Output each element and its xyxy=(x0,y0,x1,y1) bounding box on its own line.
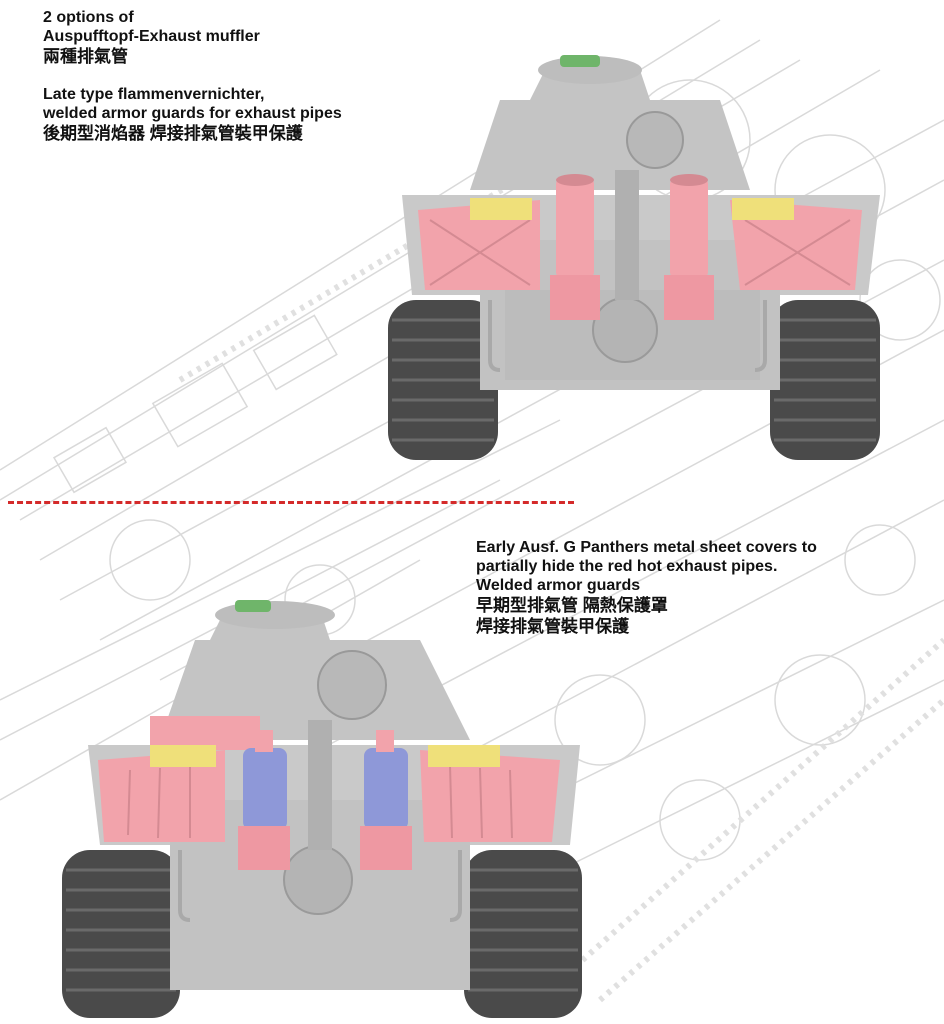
exhaust-pipe-left xyxy=(550,174,600,320)
top-caption-line4: Late type flammenvernichter, xyxy=(43,86,265,103)
bottom-caption-line2: partially hide the red hot exhaust pipes… xyxy=(476,558,778,575)
bottom-caption: Early Ausf. G Panthers metal sheet cover… xyxy=(476,538,817,637)
right-track xyxy=(770,300,880,460)
top-caption-cjk2: 後期型消焰器 焊接排氣管裝甲保護 xyxy=(43,124,303,143)
bottom-caption-cjk1: 早期型排氣管 隔熱保護罩 xyxy=(476,596,668,615)
bottom-caption-line1: Early Ausf. G Panthers metal sheet cover… xyxy=(476,539,817,556)
top-caption-line1: 2 options of xyxy=(43,9,134,26)
left-track xyxy=(388,300,498,460)
bottom-caption-line3: Welded armor guards xyxy=(476,577,641,594)
top-caption-cjk1: 兩種排氣管 xyxy=(43,47,128,66)
top-caption: 2 options of Auspufftopf-Exhaust muffler… xyxy=(43,8,342,144)
bottom-caption-cjk2: 焊接排氣管裝甲保護 xyxy=(476,617,629,636)
right-track-bottom xyxy=(464,850,582,1018)
top-caption-line2: Auspufftopf-Exhaust muffler xyxy=(43,28,260,45)
exhaust-cover-left xyxy=(238,730,290,870)
section-divider xyxy=(8,501,574,504)
exhaust-cover-right xyxy=(360,730,412,870)
top-caption-line5: welded armor guards for exhaust pipes xyxy=(43,105,342,122)
exhaust-pipe-right xyxy=(664,174,714,320)
left-track-bottom xyxy=(62,850,180,1018)
